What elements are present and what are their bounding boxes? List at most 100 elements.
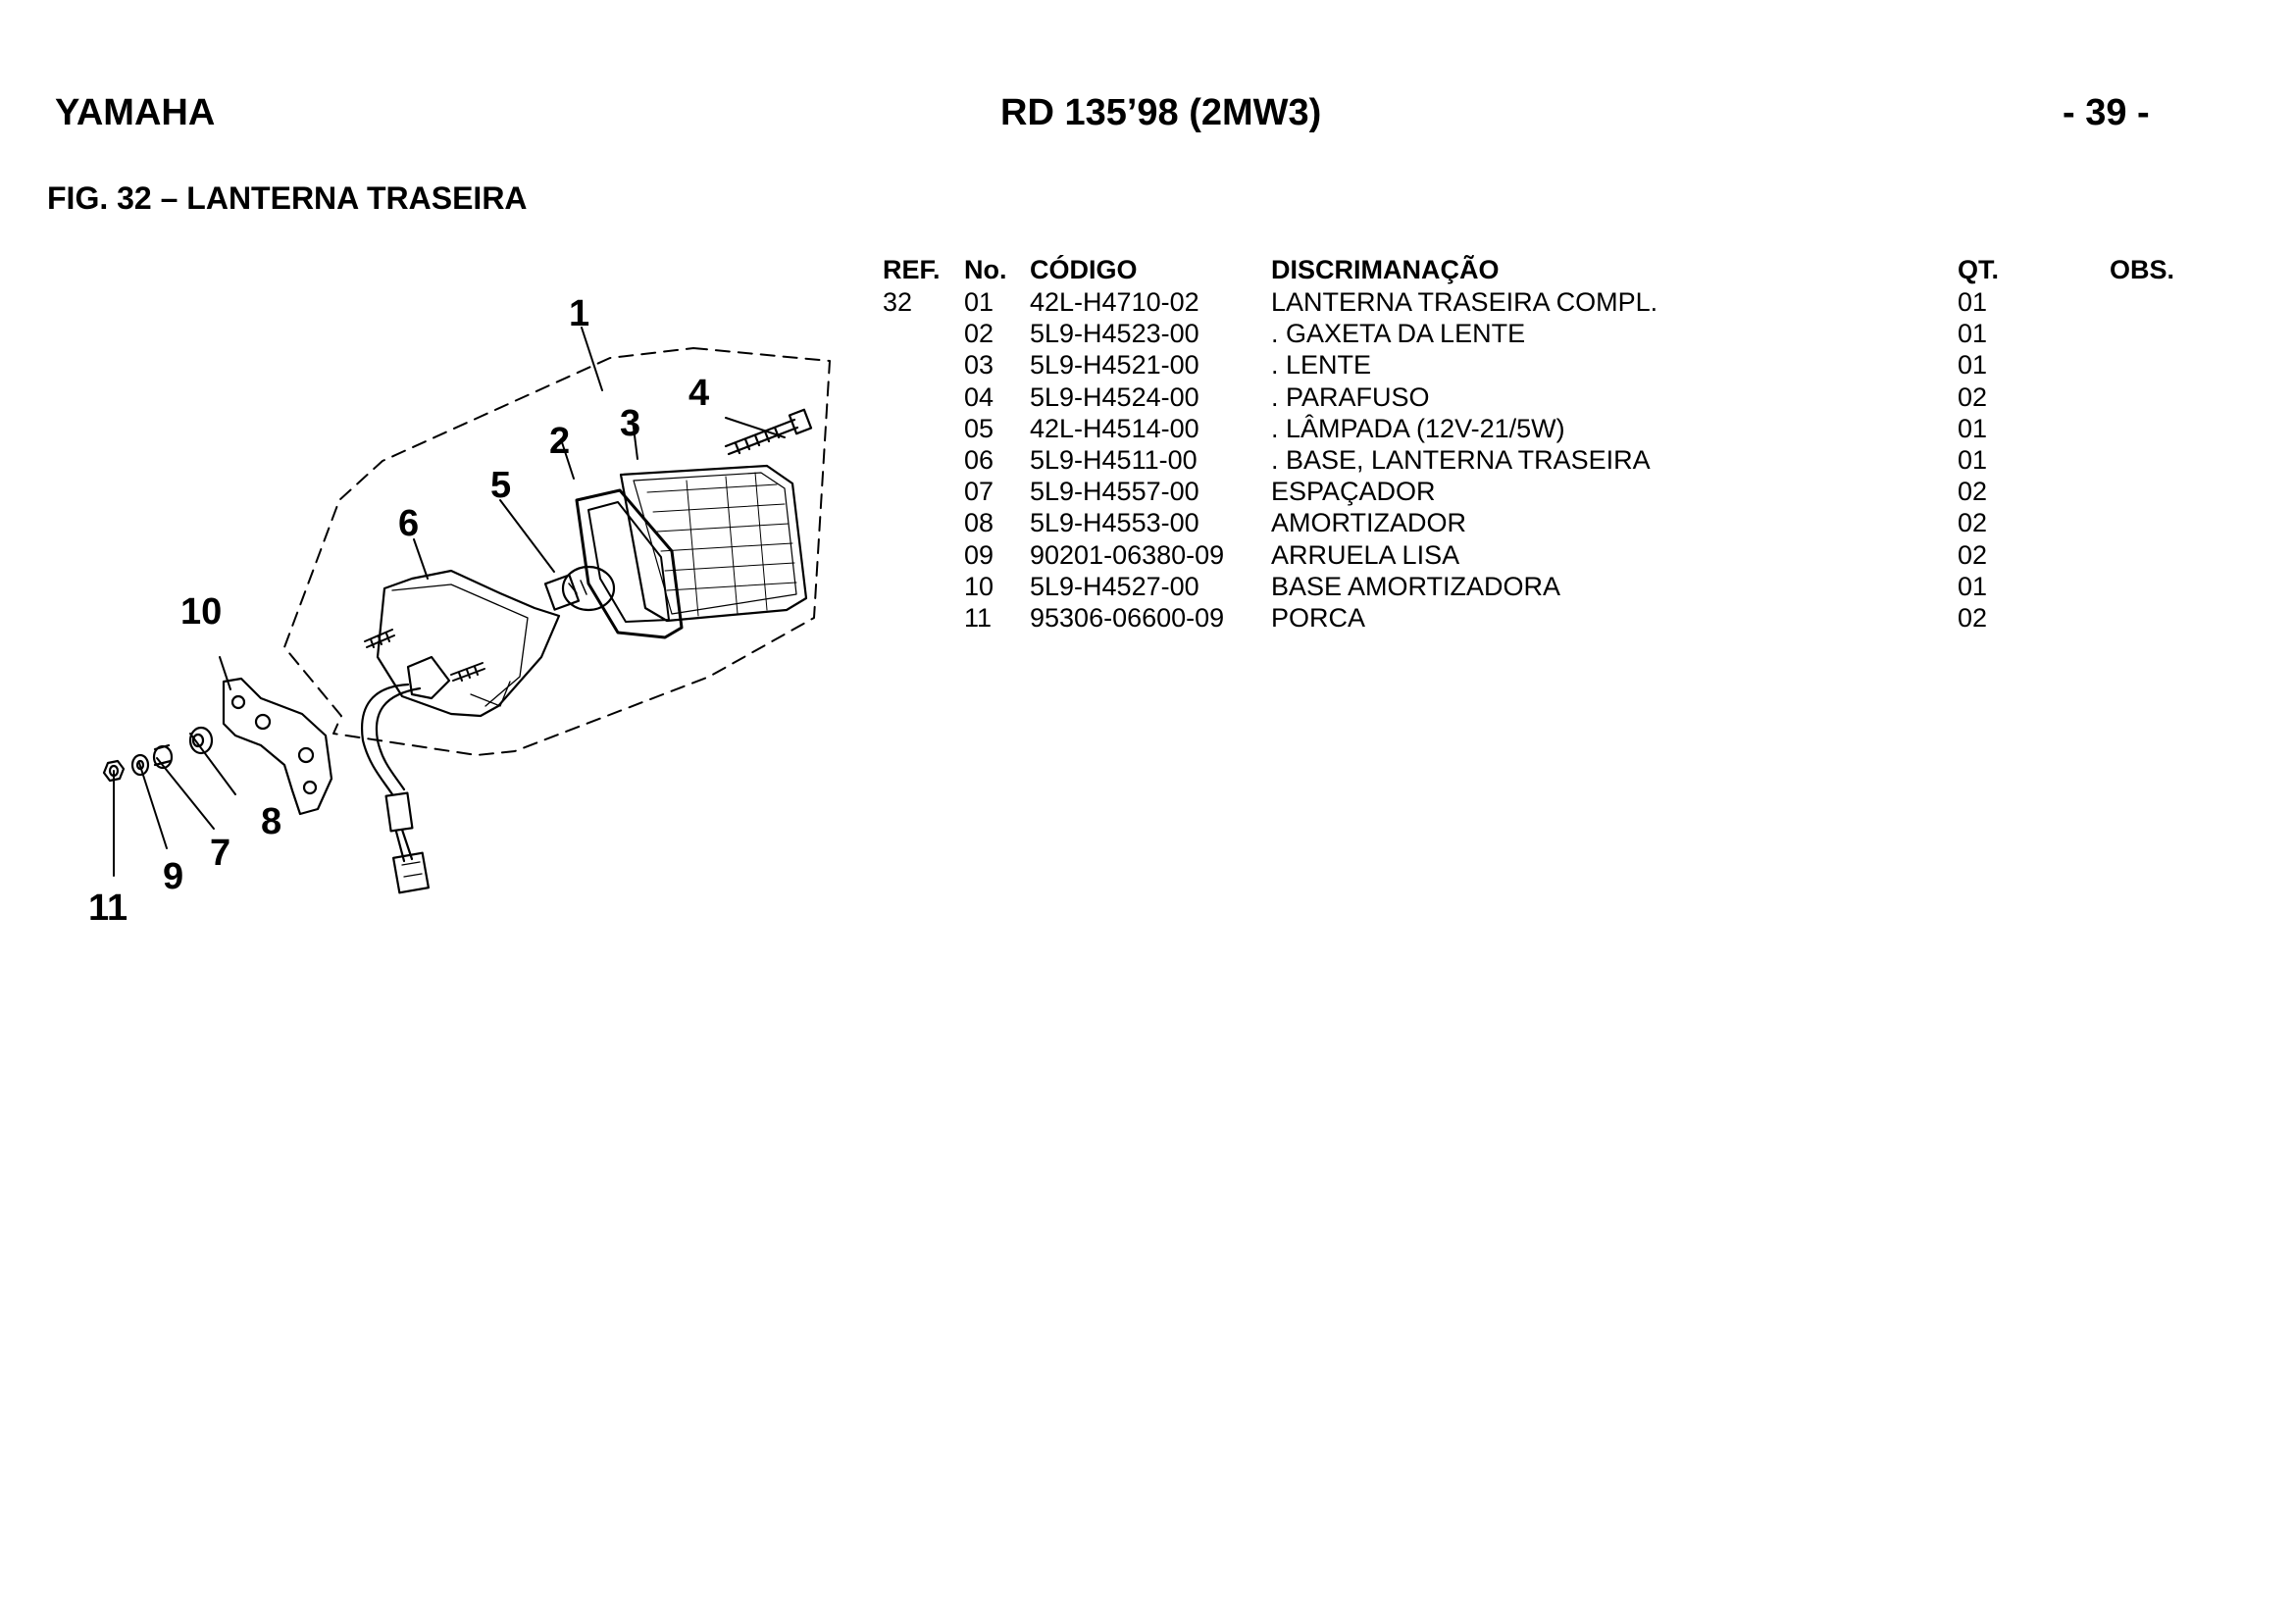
callout-1: 1 (569, 293, 589, 334)
cell-ref (883, 507, 964, 538)
cell-no: 01 (964, 287, 994, 318)
cell-ref (883, 476, 964, 507)
cell-ref (883, 349, 964, 381)
cell-qt: 01 (1958, 445, 1988, 476)
cell-ref: 32 (883, 287, 913, 318)
cell-code: 42L-H4710-02 (1030, 287, 1199, 318)
table-row: 04 5L9-H4524-00 . PARAFUSO 02 (883, 381, 2188, 413)
callout-4: 4 (688, 373, 709, 414)
cell-no: 11 (964, 602, 993, 633)
cell-code: 95306-06600-09 (1030, 602, 1225, 633)
part-spacer (152, 743, 174, 770)
header-qt: QT. (1958, 255, 2000, 284)
cell-ref (883, 539, 964, 571)
cell-qt: 01 (1958, 413, 1988, 443)
table-row: 06 5L9-H4511-00 . BASE, LANTERNA TRASEIR… (883, 444, 2188, 476)
part-washer (130, 753, 150, 777)
cell-code: 42L-H4514-00 (1030, 413, 1199, 443)
cell-desc: ARRUELA LISA (1271, 539, 1460, 570)
cell-desc: ESPAÇADOR (1271, 477, 1436, 507)
cell-no: 08 (964, 508, 994, 538)
assembly-boundary (283, 347, 831, 756)
figure-title: FIG. 32 – LANTERNA TRASEIRA (47, 180, 528, 216)
part-bulb (543, 565, 616, 612)
cell-code: 5L9-H4557-00 (1030, 477, 1199, 507)
cell-obs (2110, 413, 2188, 444)
cell-obs (2110, 602, 2188, 634)
callout-11: 11 (88, 888, 127, 929)
cell-qt: 02 (1958, 477, 1988, 507)
header-model: RD 135’98 (2MW3) (1000, 92, 1322, 133)
cell-no: 03 (964, 350, 994, 381)
part-screw (724, 408, 813, 456)
callout-9: 9 (163, 856, 183, 897)
leader-lines (113, 327, 786, 877)
header-no: No. (964, 255, 1007, 284)
cell-obs (2110, 476, 2188, 507)
cell-code: 5L9-H4553-00 (1030, 508, 1199, 538)
cell-code: 5L9-H4524-00 (1030, 381, 1199, 412)
cell-code: 5L9-H4511-00 (1030, 445, 1198, 476)
page-number: - 39 - (2063, 92, 2150, 133)
cell-desc: LANTERNA TRASEIRA COMPL. (1271, 287, 1658, 318)
cell-obs (2110, 444, 2188, 476)
part-lamp-base (376, 569, 561, 718)
cell-desc: BASE AMORTIZADORA (1271, 571, 1561, 601)
cell-obs (2110, 571, 2188, 602)
callout-8: 8 (261, 801, 281, 842)
table-row: 09 90201-06380-09 ARRUELA LISA 02 (883, 539, 2188, 571)
cell-qt: 02 (1958, 602, 1988, 633)
callout-3: 3 (620, 403, 640, 444)
cell-no: 09 (964, 539, 994, 570)
table-row: 07 5L9-H4557-00 ESPAÇADOR 02 (883, 476, 2188, 507)
cell-no: 02 (964, 319, 994, 349)
part-damper (188, 726, 214, 755)
header-ref: REF. (883, 255, 941, 284)
cell-no: 04 (964, 381, 994, 412)
cell-ref (883, 571, 964, 602)
cell-qt: 01 (1958, 319, 1988, 349)
callout-7: 7 (210, 833, 230, 874)
base-studs (364, 629, 485, 682)
part-lens-gasket (575, 488, 684, 639)
cell-ref (883, 444, 964, 476)
cell-code: 5L9-H4521-00 (1030, 350, 1199, 381)
header-brand: YAMAHA (55, 92, 216, 133)
cell-no: 10 (964, 571, 994, 601)
cell-obs (2110, 539, 2188, 571)
table-row: 11 95306-06600-09 PORCA 02 (883, 602, 2188, 634)
header-obs: OBS. (2110, 255, 2175, 284)
cell-desc: . LENTE (1271, 350, 1372, 381)
cell-desc: . BASE, LANTERNA TRASEIRA (1271, 445, 1651, 476)
cell-qt: 02 (1958, 508, 1988, 538)
cell-qt: 02 (1958, 381, 1988, 412)
cell-ref (883, 381, 964, 413)
callout-5: 5 (490, 465, 511, 506)
part-wire-harness (361, 655, 451, 894)
cell-desc: . LÂMPADA (12V-21/5W) (1271, 413, 1565, 443)
header-desc: DISCRIMANAÇÃO (1271, 255, 1500, 284)
cell-qt: 01 (1958, 571, 1988, 601)
parts-table: REF. No. CÓDIGO DISCRIMANAÇÃO QT. OBS. 3… (883, 253, 2188, 634)
cell-qt: 01 (1958, 350, 1988, 381)
cell-obs (2110, 381, 2188, 413)
cell-obs (2110, 318, 2188, 349)
cell-no: 05 (964, 413, 994, 443)
cell-desc: . GAXETA DA LENTE (1271, 319, 1526, 349)
cell-ref (883, 413, 964, 444)
table-row: 08 5L9-H4553-00 AMORTIZADOR 02 (883, 507, 2188, 538)
part-bracket (222, 677, 333, 816)
callout-10: 10 (180, 591, 222, 633)
table-row: 32 01 42L-H4710-02 LANTERNA TRASEIRA COM… (883, 286, 2188, 318)
cell-no: 07 (964, 477, 994, 507)
part-nut (102, 759, 126, 783)
exploded-parts-diagram: 1 2 3 4 5 6 7 8 9 10 11 (88, 293, 831, 929)
cell-no: 06 (964, 445, 994, 476)
table-row: 02 5L9-H4523-00 . GAXETA DA LENTE 01 (883, 318, 2188, 349)
cell-obs (2110, 286, 2188, 318)
table-row: 05 42L-H4514-00 . LÂMPADA (12V-21/5W) 01 (883, 413, 2188, 444)
cell-ref (883, 318, 964, 349)
cell-desc: . PARAFUSO (1271, 381, 1430, 412)
table-row: 10 5L9-H4527-00 BASE AMORTIZADORA 01 (883, 571, 2188, 602)
cell-desc: PORCA (1271, 602, 1366, 633)
